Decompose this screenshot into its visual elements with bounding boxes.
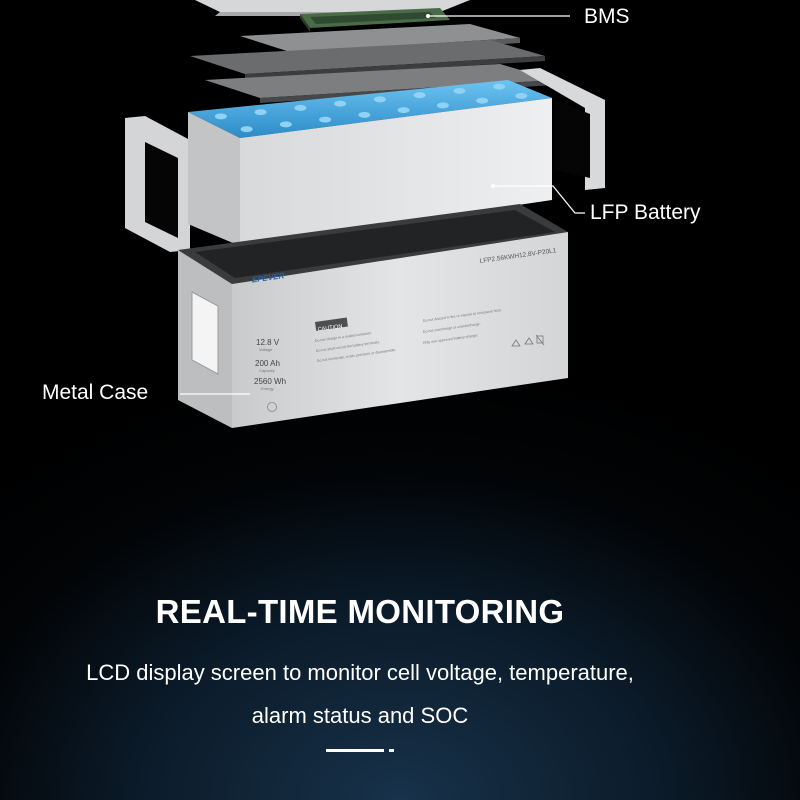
caution-line-left-1: Do not charge in a sealed container.	[315, 331, 373, 343]
cell-terminal	[240, 126, 253, 133]
busbar-plate-1	[190, 40, 545, 79]
energy-caption: Energy	[261, 386, 274, 391]
left-handle	[125, 116, 190, 252]
cell-terminal	[436, 102, 449, 109]
right-handle	[520, 68, 605, 190]
voltage-value: 12.8 V	[256, 338, 280, 347]
cell-terminal	[358, 111, 371, 118]
cell-terminal	[453, 87, 466, 94]
cell-terminal	[254, 109, 267, 116]
cell-terminals	[214, 83, 528, 133]
cell-terminal	[397, 107, 410, 114]
cell-terminal	[334, 100, 347, 107]
energy-value: 2560 Wh	[254, 377, 286, 386]
divider-dot	[389, 749, 394, 752]
cell-terminal	[373, 96, 386, 103]
bms-board	[300, 8, 450, 32]
certification-mark	[267, 402, 277, 412]
bms-callout-line	[426, 14, 570, 18]
cell-terminal	[413, 92, 426, 99]
bms-label: BMS	[584, 5, 630, 28]
lfp-battery-label: LFP Battery	[590, 201, 701, 224]
voltage-caption: Voltage	[259, 347, 273, 352]
metal-case	[178, 204, 568, 428]
headline: REAL-TIME MONITORING	[155, 593, 565, 630]
capacity-caption: Capacity	[259, 368, 275, 373]
subtext-line-1: LCD display screen to monitor cell volta…	[86, 660, 634, 685]
cell-terminal	[319, 116, 332, 123]
bin-icon	[535, 334, 545, 346]
capacity-value: 200 Ah	[255, 359, 280, 368]
cell-terminal	[493, 83, 506, 90]
subtext-line-2: alarm status and SOC	[251, 703, 469, 728]
divider-bar	[326, 749, 384, 752]
caution-line-right-3: Only use approved battery charger.	[423, 333, 479, 345]
metal-case-label: Metal Case	[42, 381, 149, 404]
caution-badge	[315, 317, 348, 331]
lfp-cell-pack	[188, 80, 552, 246]
recycle-icon	[511, 339, 521, 347]
warning-icon	[524, 337, 534, 345]
caution-title: CAUTION	[317, 324, 342, 333]
battery-exploded-view: EPEVER LFP2.56KWH12.8V-P20L1 CAUTION 12.…	[125, 0, 605, 428]
cell-terminal	[214, 113, 227, 120]
cell-terminal	[279, 121, 292, 128]
lfp-callout-line	[491, 184, 585, 214]
cell-terminal	[294, 104, 307, 111]
cell-terminal	[476, 97, 489, 104]
cell-terminal	[515, 92, 528, 99]
